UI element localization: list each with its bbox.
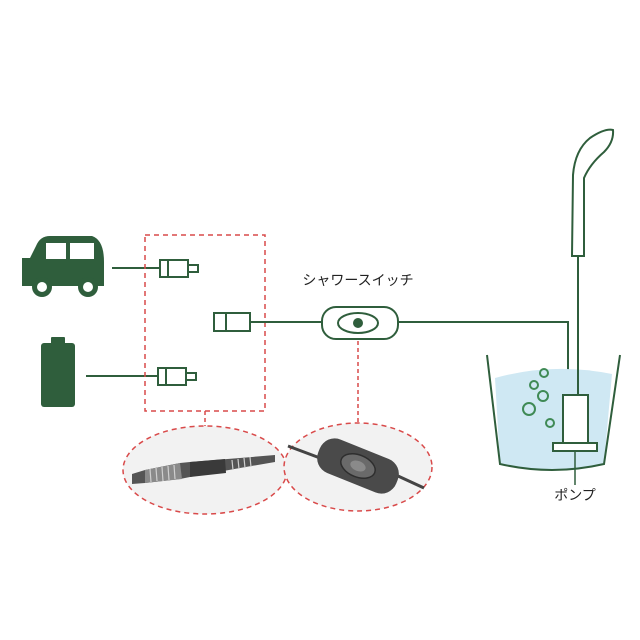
- switch-photo: [283, 422, 433, 512]
- shower-head: [570, 128, 615, 395]
- car-icon: [22, 236, 104, 297]
- water-bucket: [486, 354, 621, 471]
- battery-plug: [157, 367, 197, 386]
- pump-label: ポンプ: [554, 488, 596, 504]
- bubbles: [522, 368, 555, 428]
- car-plug: [159, 259, 199, 278]
- battery-icon: [41, 337, 75, 407]
- pump: [552, 394, 598, 452]
- power-socket: [213, 312, 251, 332]
- shower-switch-label: シャワースイッチ: [302, 273, 413, 289]
- shower-switch: [321, 306, 399, 340]
- connector-photo: [122, 425, 288, 515]
